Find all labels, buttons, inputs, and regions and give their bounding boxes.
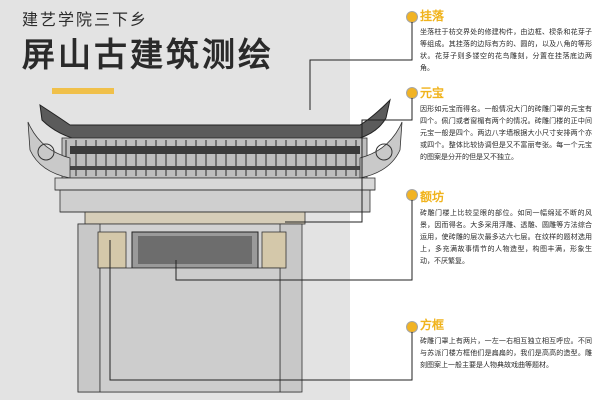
accent-bar [52,88,114,94]
annotation-heading: 方框 [420,318,445,332]
annotation-body: 砖雕门罩上有两片，一左一右相互独立相互呼应。不同与苏派门楼方框他们是扁扁的，我们… [420,337,592,369]
annotation-body: 坐落柱于枋交界处的修建构件，由边框、棂条和花芽子等组成。其挂落的边际有方的、圆的… [420,28,592,72]
annotation-heading: 元宝 [420,86,445,100]
annotation-efang: 额坊 砖雕门楼上比较显眼的部位。如同一幅绵延不断的风景，因而得名。大多采用浮雕、… [420,190,592,267]
annotation-heading: 挂落 [420,9,445,23]
annotation-yuanbao: 元宝 因形如元宝而得名。一般情况大门的砖雕门罩的元宝有四个。佩门或者窗楣有两个的… [420,86,592,163]
annotation-gualuo: 挂落 坐落柱于枋交界处的修建构件，由边框、棂条和花芽子等组成。其挂落的边际有方的… [420,9,592,74]
poster-subtitle: 建艺学院三下乡 [22,10,149,29]
callout-marker-1 [407,12,417,22]
callout-marker-3 [407,190,417,200]
annotation-fangkuang: 方框 砖雕门罩上有两片，一左一右相互独立相互呼应。不同与苏派门楼方框他们是扁扁的… [420,318,592,371]
callout-marker-2 [407,88,417,98]
side-frame-left [97,231,127,269]
side-frame-right [261,231,287,269]
annotation-body: 砖雕门楼上比较显眼的部位。如同一幅绵延不断的风景，因而得名。大多采用浮雕、透雕、… [420,209,592,265]
callout-marker-4 [407,322,417,332]
annotation-heading: 额坊 [420,190,445,204]
poster-title: 屏山古建筑测绘 [22,35,274,74]
annotation-body: 因形如元宝而得名。一般情况大门的砖雕门罩的元宝有四个。佩门或者窗楣有两个的情况。… [420,105,592,161]
